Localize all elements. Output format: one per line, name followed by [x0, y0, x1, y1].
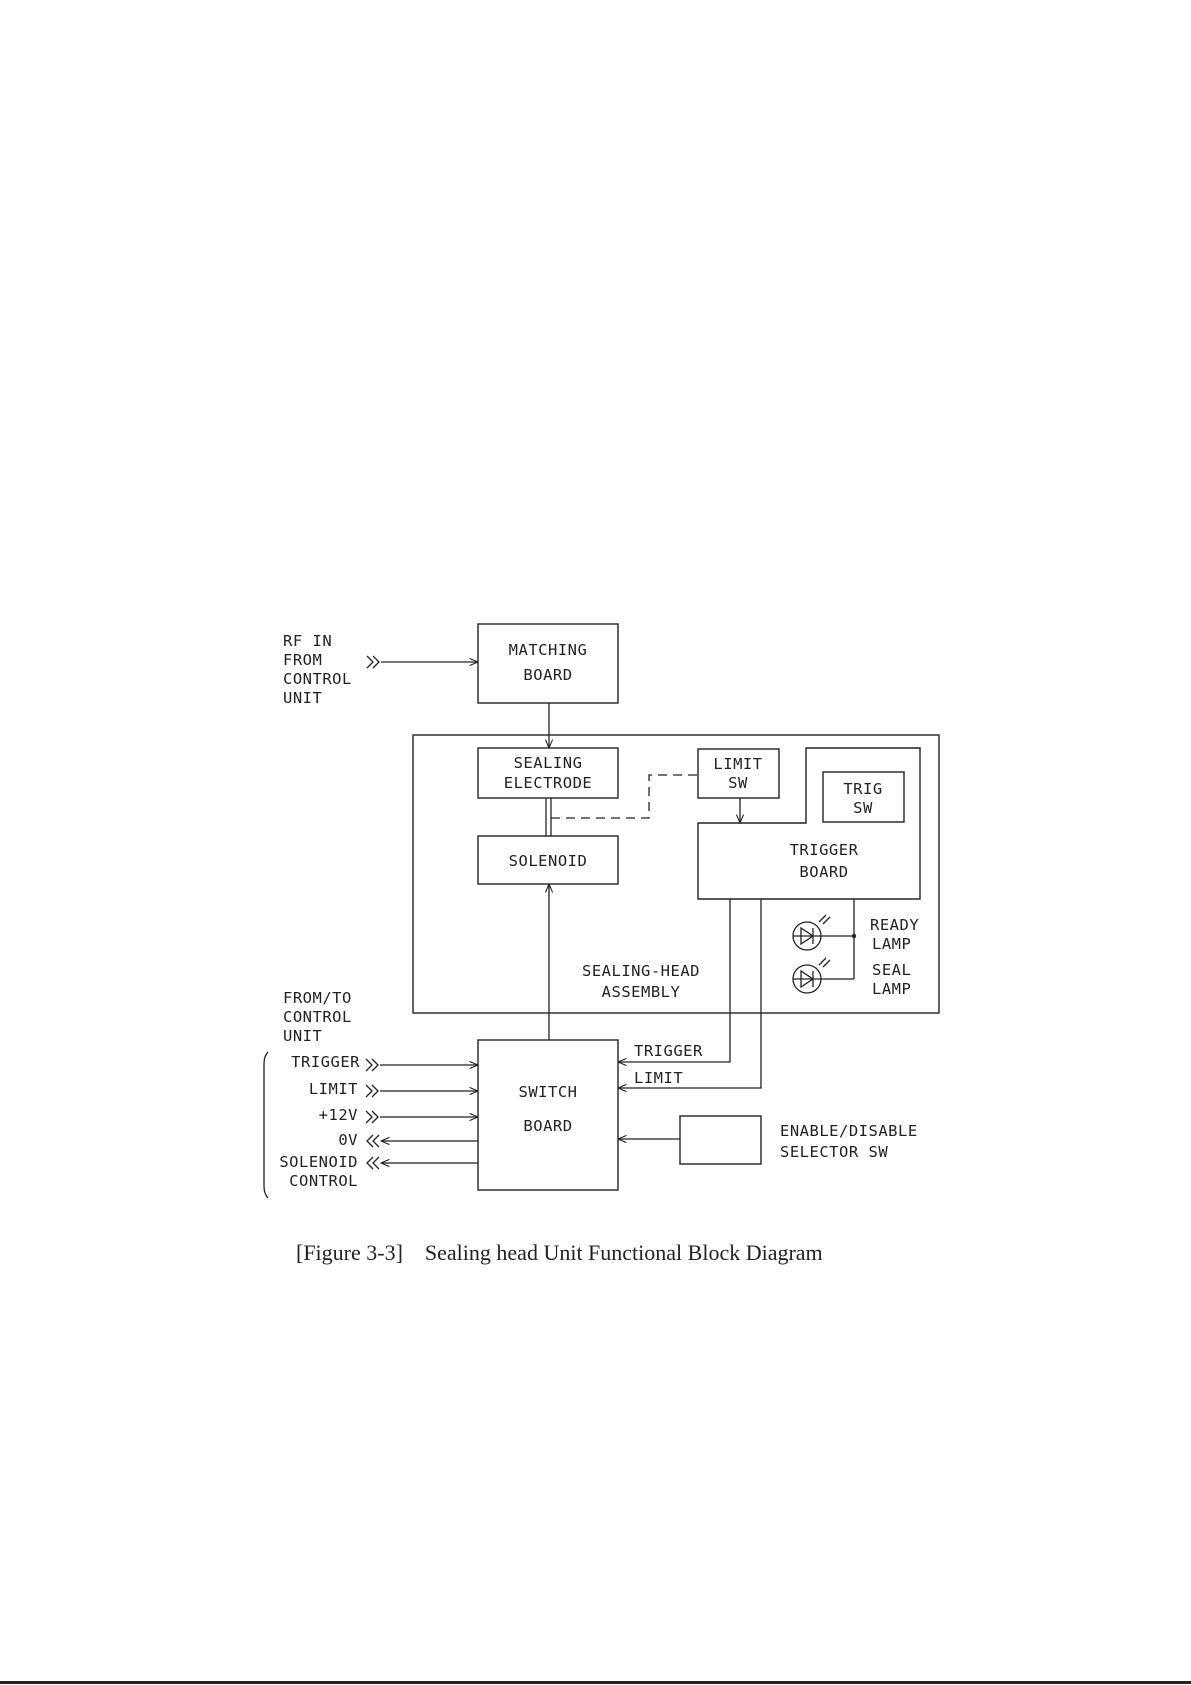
- seal-lamp-icon: [792, 957, 831, 994]
- enable-disable-label-2: SELECTOR SW: [780, 1143, 888, 1161]
- seal-lamp-label-2: LAMP: [872, 980, 911, 998]
- ready-lamp-label-2: LAMP: [872, 935, 911, 953]
- matching-board-label-2: BOARD: [523, 666, 572, 684]
- rf-in-connector-icon: [366, 655, 380, 669]
- solenoid-label: SOLENOID: [509, 852, 588, 870]
- trigger-board-label-1: TRIGGER: [790, 841, 859, 859]
- from-to-label-3: UNIT: [283, 1027, 322, 1045]
- signal-solenoid-label-2: CONTROL: [289, 1172, 358, 1190]
- switch-board-box: [477, 1039, 619, 1191]
- rf-in-label-2: FROM: [283, 651, 322, 669]
- rf-in-label-4: UNIT: [283, 689, 322, 707]
- rf-in-label-1: RF IN: [283, 632, 332, 650]
- limit-sw-box: [697, 748, 780, 799]
- limit-mechanical-link: [551, 774, 697, 819]
- lamp-junction-dot: [851, 933, 857, 939]
- switch-board-label-2: BOARD: [523, 1117, 572, 1135]
- enable-disable-label-1: ENABLE/DISABLE: [780, 1122, 918, 1140]
- trig-sw-label-1: TRIG: [843, 780, 882, 798]
- bottom-rule: [0, 1681, 1191, 1684]
- trig-sw-box: [822, 771, 905, 823]
- sealing-head-assembly-frame: [412, 734, 940, 1014]
- sealing-head-assembly-label-2: ASSEMBLY: [602, 983, 681, 1001]
- matching-board-box: [477, 623, 619, 704]
- from-to-label-1: FROM/TO: [283, 989, 352, 1007]
- trig-sw-label-2: SW: [853, 799, 873, 817]
- limit-return-line: [618, 899, 762, 1088]
- figure-number: [Figure 3-3]: [296, 1240, 403, 1265]
- trigger-return-line: [618, 899, 731, 1062]
- matching-board-label-1: MATCHING: [509, 641, 588, 659]
- signal-0v-connector-icon: [366, 1134, 380, 1148]
- signal-limit-label: LIMIT: [309, 1080, 358, 1098]
- limit-sw-label-1: LIMIT: [713, 755, 762, 773]
- figure-title: Sealing head Unit Functional Block Diagr…: [424, 1240, 823, 1265]
- sealing-head-assembly-label-1: SEALING-HEAD: [582, 962, 700, 980]
- sealing-electrode-label-1: SEALING: [514, 754, 583, 772]
- switch-board-label-1: SWITCH: [519, 1083, 578, 1101]
- figure-caption: [Figure 3-3] Sealing head Unit Functiona…: [296, 1240, 996, 1266]
- trigger-board-box: [697, 747, 921, 900]
- from-to-label-2: CONTROL: [283, 1008, 352, 1026]
- trigger-line-label: TRIGGER: [634, 1042, 703, 1060]
- limit-line-label: LIMIT: [634, 1069, 683, 1087]
- signal-solenoid-label-1: SOLENOID: [279, 1153, 358, 1171]
- sealing-electrode-box: [477, 747, 619, 799]
- signal-trigger-connector-icon: [365, 1058, 379, 1072]
- signal-limit-connector-icon: [365, 1084, 379, 1098]
- sealing-electrode-label-2: ELECTRODE: [504, 774, 593, 792]
- signal-solenoid-connector-icon: [366, 1156, 380, 1170]
- signal-12v-label: +12V: [319, 1106, 358, 1124]
- trigger-board-label-2: BOARD: [799, 863, 848, 881]
- rf-in-label-3: CONTROL: [283, 670, 352, 688]
- signal-trigger-label: TRIGGER: [291, 1053, 360, 1071]
- limit-sw-label-2: SW: [728, 774, 748, 792]
- ready-lamp-label-1: READY: [870, 916, 919, 934]
- signal-group-bracket: [263, 1051, 269, 1199]
- enable-disable-selector-box: [679, 1115, 762, 1165]
- signal-0v-label: 0V: [338, 1131, 358, 1149]
- seal-lamp-label-1: SEAL: [872, 961, 911, 979]
- signal-12v-connector-icon: [365, 1110, 379, 1124]
- ready-lamp-icon: [792, 914, 831, 951]
